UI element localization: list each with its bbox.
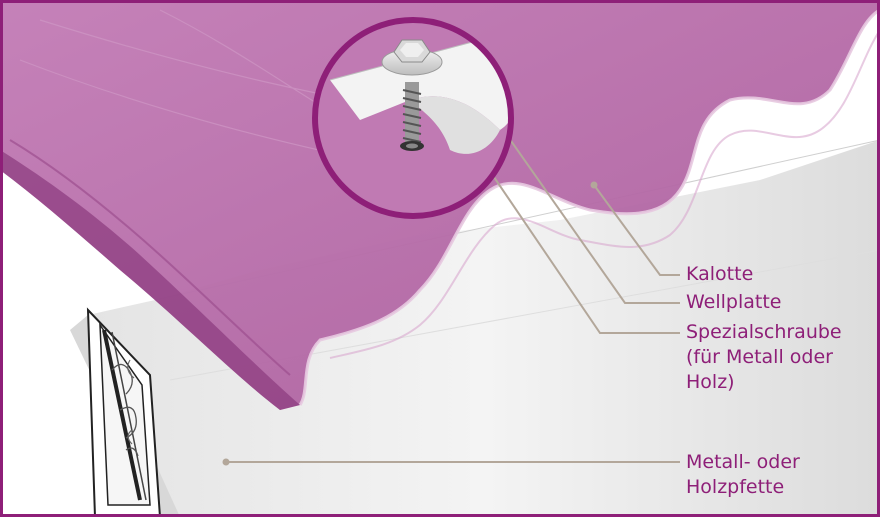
label-spezialschraube: Spezialschraube (für Metall oder Holz) [686,320,842,395]
detail-lens [315,20,517,216]
label-wellplatte: Wellplatte [686,290,782,315]
label-kalotte: Kalotte [686,262,753,287]
label-pfette: Metall- oder Holzpfette [686,450,800,500]
